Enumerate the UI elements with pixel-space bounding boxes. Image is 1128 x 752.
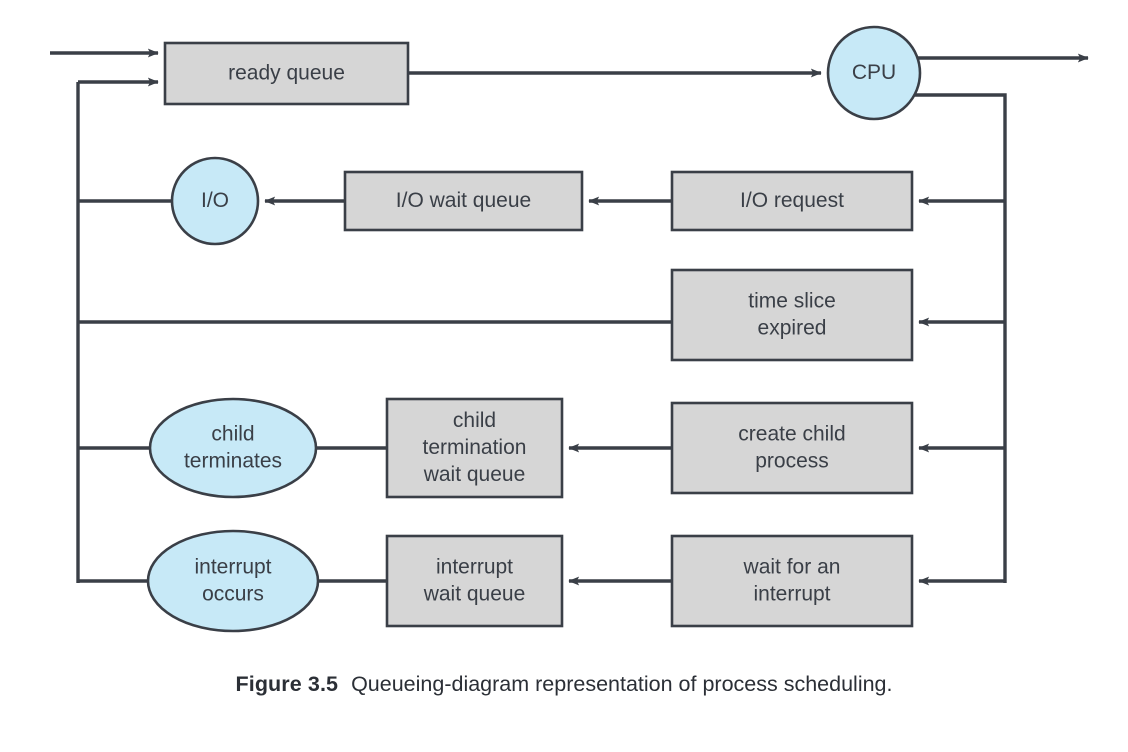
node-layer: ready queue CPU I/O I/O wait queue I/O reque… xyxy=(146,25,922,633)
child-termination-wait-queue-shape xyxy=(385,397,564,499)
io-shape xyxy=(170,156,260,246)
node-io[interactable]: I/O xyxy=(170,156,260,246)
node-io-wait-queue[interactable]: I/O wait queue xyxy=(343,170,584,232)
create-child-process-shape xyxy=(670,401,914,495)
figure-caption-text: Queueing-diagram representation of proce… xyxy=(351,672,893,696)
io-request-label: I/O request xyxy=(740,189,844,212)
node-cpu[interactable]: CPU xyxy=(826,25,922,121)
io-request-shape xyxy=(670,170,914,232)
edge-cpu-to-dispatch-bus xyxy=(906,93,1007,583)
interrupt-occurs-shape xyxy=(146,529,320,633)
ready-queue-label: ready queue xyxy=(228,61,345,84)
node-io-request[interactable]: I/O request xyxy=(670,170,914,232)
child-terminates-shape xyxy=(148,397,318,499)
wait-for-an-interrupt-shape xyxy=(670,534,914,628)
io-label: I/O xyxy=(201,189,229,212)
figure-caption-label: Figure 3.5 xyxy=(235,672,339,696)
ready-queue-shape xyxy=(163,41,410,106)
interrupt-wait-queue-shape xyxy=(385,534,564,628)
cpu-shape xyxy=(826,25,922,121)
cpu-label: CPU xyxy=(852,61,896,84)
edge-layer xyxy=(50,48,1089,586)
time-slice-expired-shape xyxy=(670,268,914,362)
io-wait-queue-label: I/O wait queue xyxy=(396,189,531,212)
node-ready-queue[interactable]: ready queue xyxy=(163,41,410,106)
figure-caption: Figure 3.5 Queueing-diagram representatio… xyxy=(0,672,1128,697)
io-wait-queue-shape xyxy=(343,170,584,232)
